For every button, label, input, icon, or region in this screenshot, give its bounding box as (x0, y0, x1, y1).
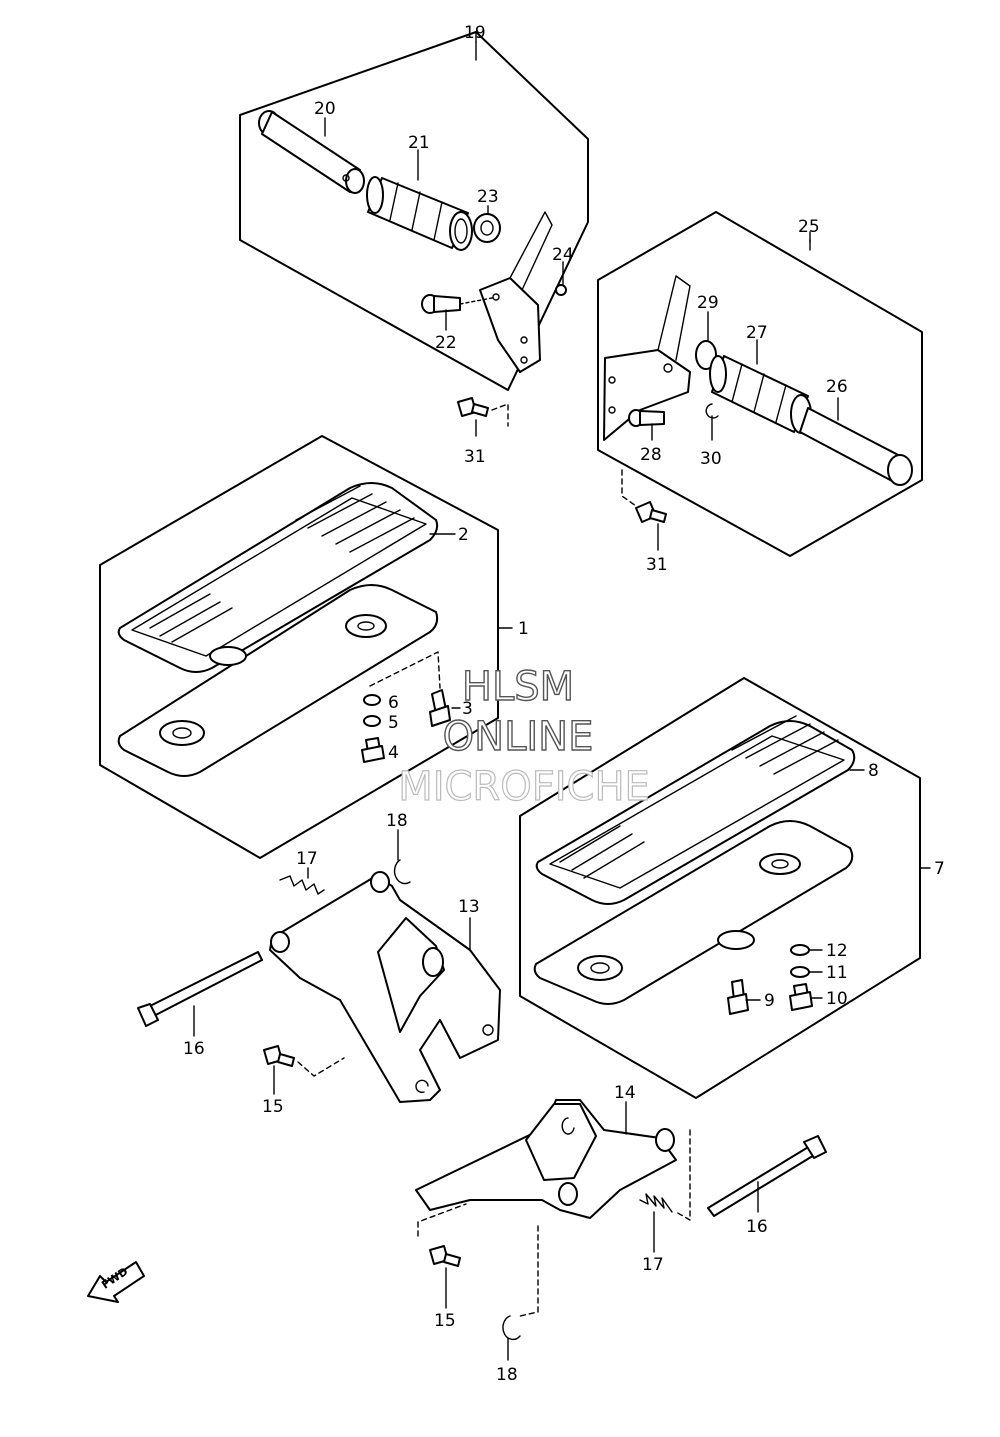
part-31-bolt-b (621, 469, 667, 523)
part-23-washer (473, 213, 501, 243)
part-4-bolt (361, 737, 385, 763)
callout-17b: 17 (642, 1255, 664, 1275)
part-7-floorboard (533, 820, 854, 1005)
part-18-clip-b (502, 1225, 539, 1341)
callout-15a: 15 (262, 1097, 284, 1117)
callout-29: 29 (697, 293, 719, 313)
part-9-bolt (727, 979, 749, 1015)
part-bracket-25 (603, 275, 691, 441)
callout-1: 1 (518, 619, 529, 639)
part-30-clip (705, 403, 719, 419)
part-6-washer (363, 694, 381, 706)
part-5-washer (363, 715, 381, 727)
callout-31b: 31 (646, 555, 668, 575)
callout-24: 24 (552, 245, 574, 265)
callout-16b: 16 (746, 1217, 768, 1237)
part-3-bolt (429, 689, 451, 727)
callout-21: 21 (408, 133, 430, 153)
callout-30: 30 (700, 449, 722, 469)
part-20-pin (258, 110, 365, 194)
group-1-box (99, 435, 513, 859)
callout-17a: 17 (296, 849, 318, 869)
part-14-bracket (415, 1099, 677, 1219)
callout-9: 9 (764, 991, 775, 1011)
callout-16a: 16 (183, 1039, 205, 1059)
callout-25: 25 (798, 217, 820, 237)
part-18-clip-a (393, 859, 411, 885)
fwd-arrow-icon: FWD (87, 1261, 145, 1303)
callout-27: 27 (746, 323, 768, 343)
part-8-rubber-pad (535, 715, 856, 905)
part-12-washer (790, 944, 810, 956)
callout-18b: 18 (496, 1365, 518, 1385)
part-16-long-bolt-b (707, 1135, 827, 1217)
part-17-spring-a (279, 875, 325, 895)
leader-lines (193, 41, 865, 1361)
watermark-line1: HLSM (462, 664, 574, 710)
part-15-bolt-a (263, 1045, 345, 1077)
callout-20: 20 (314, 99, 336, 119)
part-2-rubber-pad (117, 482, 439, 673)
part-21-footpeg (366, 176, 473, 251)
callout-23: 23 (477, 187, 499, 207)
part-1-floorboard (117, 584, 439, 777)
callout-31a: 31 (464, 447, 486, 467)
part-28-clevis-pin (628, 409, 665, 427)
callout-15b: 15 (434, 1311, 456, 1331)
callout-22: 22 (435, 333, 457, 353)
callout-12: 12 (826, 941, 848, 961)
callout-7: 7 (934, 859, 945, 879)
callout-14: 14 (614, 1083, 636, 1103)
callout-4: 4 (388, 743, 399, 763)
part-31-bolt-a (457, 397, 509, 427)
callout-3: 3 (462, 699, 473, 719)
callout-26: 26 (826, 377, 848, 397)
callout-8: 8 (868, 761, 879, 781)
callout-labels: 19 20 21 23 24 22 31 25 29 27 26 28 30 3… (183, 23, 945, 1385)
callout-19: 19 (464, 23, 486, 43)
watermark-line3: MICROFICHE (398, 764, 650, 810)
part-11-washer (790, 966, 810, 978)
callout-11: 11 (826, 963, 848, 983)
callout-5: 5 (388, 713, 399, 733)
callout-10: 10 (826, 989, 848, 1009)
callout-28: 28 (640, 445, 662, 465)
part-10-bolt (789, 983, 813, 1011)
part-27-footpeg (709, 355, 812, 434)
group-7-box (519, 677, 931, 1099)
part-17-spring-b (639, 1193, 673, 1213)
part-24-clip (555, 284, 567, 296)
callout-2: 2 (458, 525, 469, 545)
part-26-pin (799, 407, 913, 486)
watermark: HLSM ONLINE MICROFICHE (398, 663, 651, 810)
watermark-line2: ONLINE (443, 714, 594, 760)
callout-13: 13 (458, 897, 480, 917)
part-13-bracket (269, 871, 501, 1103)
part-bracket-19 (479, 211, 553, 373)
part-16-long-bolt-a (137, 951, 263, 1027)
part-22-clevis-pin (421, 294, 493, 314)
callout-6: 6 (388, 693, 399, 713)
callout-18a: 18 (386, 811, 408, 831)
group-19-box (239, 31, 589, 391)
part-15-bolt-b (417, 1203, 467, 1267)
